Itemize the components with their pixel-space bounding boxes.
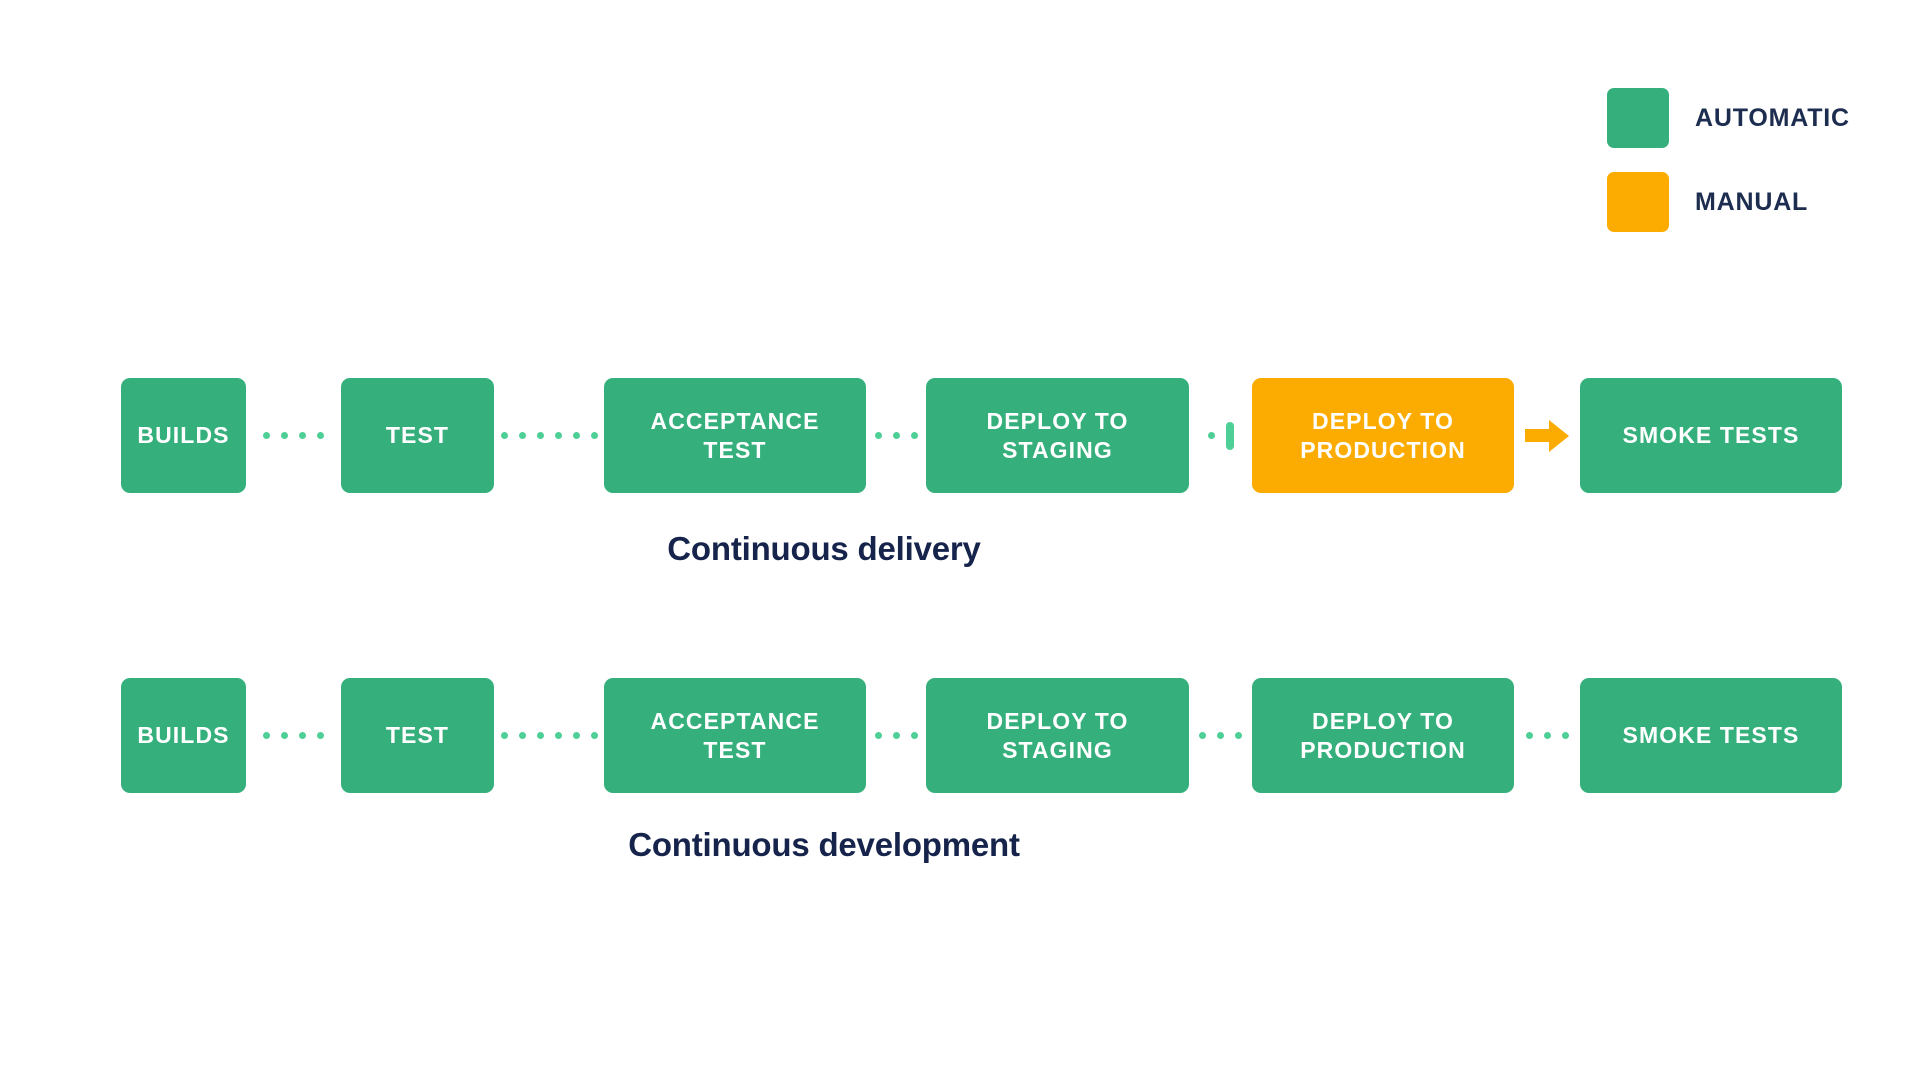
connector-dot — [1199, 732, 1206, 739]
connector-dots-3 — [866, 378, 926, 493]
connector-dot — [299, 432, 306, 439]
connector-dot — [536, 432, 544, 439]
stage-box-builds[interactable]: BUILDS — [121, 378, 246, 493]
stage-label: SMOKE TESTS — [1622, 422, 1800, 449]
connector-dot — [500, 732, 508, 739]
connector-dot — [892, 732, 900, 739]
connector-dot — [554, 732, 562, 739]
connector-dot — [500, 432, 508, 439]
connector-dot — [1543, 732, 1551, 739]
connector-dot — [554, 432, 562, 439]
connector-dot — [1561, 732, 1569, 739]
stage-box-test[interactable]: TEST — [341, 378, 494, 493]
stage-label: DEPLOY TO STAGING — [986, 707, 1129, 763]
stage-label: BUILDS — [137, 722, 230, 749]
pipeline-continuous-development: BUILDS TEST ACCEPTANCE TEST DEPLOY TO STAGI… — [0, 678, 1920, 793]
connector-dots-4 — [1189, 678, 1252, 793]
automatic-swatch — [1607, 88, 1669, 148]
connector-dots-1 — [246, 678, 341, 793]
legend-label-automatic: AUTOMATIC — [1695, 103, 1850, 132]
stage-label: DEPLOY TO STAGING — [986, 407, 1129, 463]
connector-dots-2 — [494, 678, 604, 793]
manual-swatch — [1607, 172, 1669, 232]
connector-dot — [572, 732, 580, 739]
stage-box-deploy-to-staging[interactable]: DEPLOY TO STAGING — [926, 378, 1189, 493]
stage-label: DEPLOY TO PRODUCTION — [1300, 707, 1466, 763]
connector-dots-3 — [866, 678, 926, 793]
connector-dot — [874, 732, 882, 739]
connector-dot — [317, 732, 324, 739]
stage-label: ACCEPTANCE TEST — [650, 407, 820, 463]
connector-dots-5 — [1514, 678, 1580, 793]
stage-box-acceptance-test[interactable]: ACCEPTANCE TEST — [604, 678, 866, 793]
caption-continuous-delivery: Continuous delivery — [667, 530, 981, 567]
connector-dot — [263, 732, 270, 739]
stage-box-deploy-to-production[interactable]: DEPLOY TO PRODUCTION — [1252, 678, 1514, 793]
connector-dot — [892, 432, 900, 439]
connector-dot — [536, 732, 544, 739]
connector-dot — [299, 732, 306, 739]
arrow-right-icon — [1525, 419, 1569, 452]
stage-box-deploy-to-production[interactable]: DEPLOY TO PRODUCTION — [1252, 378, 1514, 493]
stage-box-deploy-to-staging[interactable]: DEPLOY TO STAGING — [926, 678, 1189, 793]
caption-continuous-development: Continuous development — [628, 826, 1020, 863]
stage-box-test[interactable]: TEST — [341, 678, 494, 793]
legend-label-manual: MANUAL — [1695, 187, 1809, 216]
connector-dot — [281, 432, 288, 439]
connector-dot — [572, 432, 580, 439]
connector-dot — [1525, 732, 1533, 739]
connector-dots-2 — [494, 378, 604, 493]
connector-bar — [1225, 421, 1234, 450]
legend-item-manual: MANUAL — [1607, 172, 1850, 232]
connector-dot — [518, 732, 526, 739]
stage-label: BUILDS — [137, 422, 230, 449]
stage-label: TEST — [385, 722, 450, 749]
stage-box-smoke-tests[interactable]: SMOKE TESTS — [1580, 378, 1842, 493]
connector-dot — [263, 432, 270, 439]
stage-box-smoke-tests[interactable]: SMOKE TESTS — [1580, 678, 1842, 793]
connector-dot — [281, 732, 288, 739]
connector-dot — [910, 432, 918, 439]
legend: AUTOMATIC MANUAL — [1607, 88, 1850, 232]
connector-dot — [1207, 432, 1215, 439]
stage-box-builds[interactable]: BUILDS — [121, 678, 246, 793]
stage-label: DEPLOY TO PRODUCTION — [1300, 407, 1466, 463]
stage-label: TEST — [385, 422, 450, 449]
pipeline-continuous-delivery: BUILDS TEST ACCEPTANCE TEST DEPLOY TO STAGI… — [0, 378, 1920, 493]
connector-dot — [590, 432, 598, 439]
stage-label: SMOKE TESTS — [1622, 722, 1800, 749]
connector-dot — [1217, 732, 1224, 739]
arrow-head — [1549, 419, 1569, 452]
connector-dot — [590, 732, 598, 739]
connector-arrow-5 — [1514, 378, 1580, 493]
stage-box-acceptance-test[interactable]: ACCEPTANCE TEST — [604, 378, 866, 493]
connector-dot — [518, 432, 526, 439]
connector-dots-1 — [246, 378, 341, 493]
connector-dot — [317, 432, 324, 439]
arrow-shaft — [1525, 429, 1549, 442]
connector-dot — [1235, 732, 1242, 739]
connector-clipped-dots-4 — [1189, 378, 1252, 493]
connector-dot — [874, 432, 882, 439]
legend-item-automatic: AUTOMATIC — [1607, 88, 1850, 148]
connector-dot — [910, 732, 918, 739]
stage-label: ACCEPTANCE TEST — [650, 707, 820, 763]
